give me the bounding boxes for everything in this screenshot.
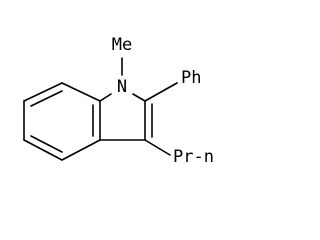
double-bond-inner-c5-c4 [30,135,63,153]
phenyl-label: Ph [181,68,201,88]
bond-c7a-c7 [61,82,101,102]
propyl-label: Pr-n [173,147,214,167]
bond-c7-c6 [23,82,63,102]
bond-c7a-n1 [99,93,112,102]
bond-c2-phenyl [144,82,178,102]
bond-c4-c3a [61,139,101,161]
pyrrole-ring [99,93,153,141]
methyl-label: Me [112,35,132,55]
molecular-structure: N Me Ph Pr-n [23,35,214,167]
bond-c5-c4 [23,139,63,161]
nitrogen-label: N [117,77,127,97]
bond-n1-c2 [132,93,146,102]
bond-c3-propyl [144,139,171,156]
benzene-ring [23,82,101,161]
double-bond-inner-c7-c6 [30,90,63,107]
